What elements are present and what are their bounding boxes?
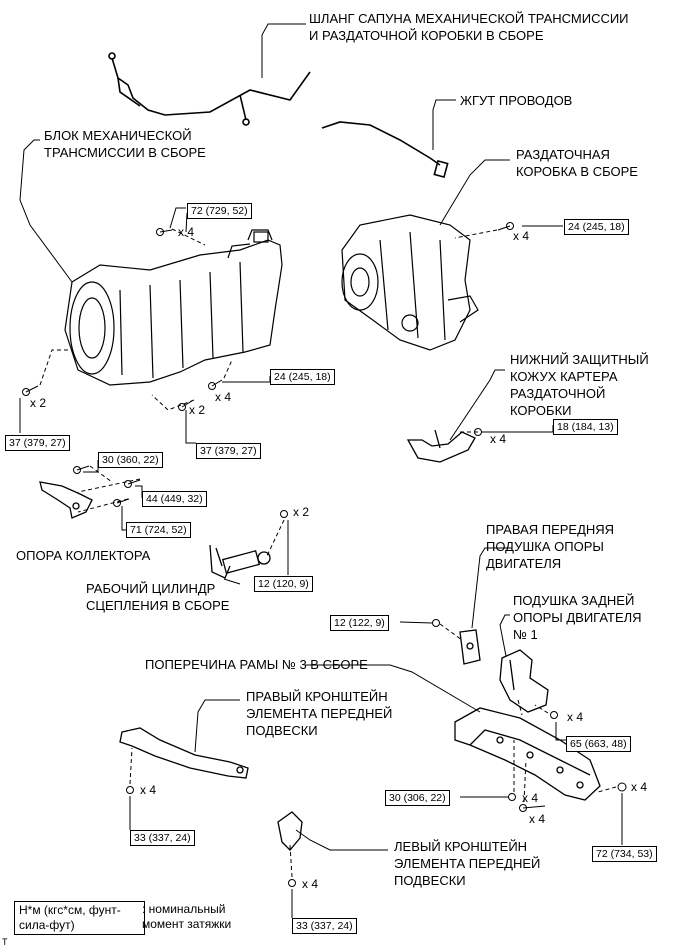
bolt-icon (432, 619, 440, 627)
front-engine-mount-label: ПРАВАЯ ПЕРЕДНЯЯ ПОДУШКА ОПОРЫ ДВИГАТЕЛЯ (486, 522, 615, 571)
bolt-icons (22, 222, 627, 887)
bolt-icon (156, 228, 173, 236)
qty-x4: x 4 (513, 229, 530, 243)
rear-engine-mount-drawing (499, 649, 549, 713)
wire-harness-label: ЖГУТ ПРОВОДОВ (460, 93, 573, 108)
qty-x4: x 4 (490, 432, 507, 446)
qty-x4: x 4 (522, 791, 539, 805)
bolt-icon (126, 786, 134, 794)
torque-unit-legend: Н*м (кгс*см, фунт- сила-фут) (14, 901, 145, 935)
torque-30-306: 30 (306, 22) (385, 790, 450, 806)
lh-bracket-drawing (277, 811, 303, 851)
bolt-icon (22, 385, 39, 396)
bolt-icon (617, 782, 627, 792)
rear-engine-mount-label: ПОДУШКА ЗАДНЕЙ ОПОРЫ ДВИГАТЕЛЯ № 1 (513, 593, 642, 642)
manual-transmission-drawing (64, 229, 283, 386)
torque-legend-note: : номинальный момент затяжки (142, 902, 232, 931)
leader-lines (19, 23, 623, 918)
bolt-icon (288, 879, 296, 887)
torque-24-245-transmission: 24 (245, 18) (270, 369, 335, 385)
bolt-icon (508, 793, 516, 801)
qty-x4: x 4 (567, 710, 584, 724)
clutch-cylinder-drawing (209, 544, 271, 579)
qty-x4: x 4 (215, 390, 232, 404)
bolt-icon (497, 222, 514, 231)
torque-37-379-middle: 37 (379, 27) (196, 443, 261, 459)
torque-24-245-transfer: 24 (245, 18) (564, 219, 629, 235)
rh-bracket-label: ПРАВЫЙ КРОНШТЕЙН ЭЛЕМЕНТА ПЕРЕДНЕЙ ПОДВЕ… (246, 689, 393, 738)
torque-72-729: 72 (729, 52) (187, 203, 252, 219)
qty-x4: x 4 (631, 780, 648, 794)
transfer-lower-cover-drawing (406, 429, 476, 463)
lh-bracket-label: ЛЕВЫЙ КРОНШТЕЙН ЭЛЕМЕНТА ПЕРЕДНЕЙ ПОДВЕС… (394, 839, 541, 888)
qty-x4: x 4 (302, 877, 319, 891)
bolt-icon (113, 498, 130, 507)
torque-72-734: 72 (734, 53) (592, 846, 657, 862)
torque-12-122: 12 (122, 9) (330, 615, 389, 631)
wire-harness-drawing (321, 121, 449, 179)
breather-hose-drawing (108, 52, 311, 126)
dashed-guides (39, 228, 617, 878)
bolt-icon (519, 804, 546, 812)
qty-x4: x 4 (529, 812, 546, 826)
torque-71-724: 71 (724, 52) (126, 522, 191, 538)
transfer-lower-cover-label: НИЖНИЙ ЗАЩИТНЫЙ КОЖУХ КАРТЕРА РАЗДАТОЧНО… (510, 352, 649, 418)
transfer-case-drawing (341, 214, 479, 351)
qty-x4: x 4 (140, 783, 157, 797)
qty-x2: x 2 (189, 403, 206, 417)
breather-hose-label: ШЛАНГ САПУНА МЕХАНИЧЕСКОЙ ТРАНСМИССИИ И … (309, 11, 629, 43)
torque-44-449: 44 (449, 32) (142, 491, 207, 507)
qty-x2: x 2 (293, 505, 310, 519)
torque-33-337-middle: 33 (337, 24) (292, 918, 357, 934)
torque-65-663: 65 (663, 48) (566, 736, 631, 752)
bolt-icon (550, 711, 558, 719)
qty-x2: x 2 (30, 396, 47, 410)
manual-transmission-label: БЛОК МЕХАНИЧЕСКОЙ ТРАНСМИССИИ В СБОРЕ (44, 128, 206, 160)
torque-37-379-left: 37 (379, 27) (5, 435, 70, 451)
bolt-icon (208, 379, 223, 390)
manifold-stay-label: ОПОРА КОЛЛЕКТОРА (16, 548, 151, 563)
rh-bracket-drawing (119, 727, 249, 779)
clutch-cylinder-label: РАБОЧИЙ ЦИЛИНДР СЦЕПЛЕНИЯ В СБОРЕ (86, 581, 230, 613)
corner-mark: T (2, 937, 8, 947)
crossmember-label: ПОПЕРЕЧИНА РАМЫ № 3 В СБОРЕ (145, 657, 368, 672)
crossmember-drawing (454, 707, 601, 801)
front-engine-mount-drawing (459, 629, 481, 665)
manifold-stay-drawing (39, 481, 93, 519)
torque-18-184: 18 (184, 13) (553, 419, 618, 435)
bolt-icon (280, 510, 288, 518)
torque-33-337-left: 33 (337, 24) (130, 830, 195, 846)
bolt-icon (73, 465, 90, 474)
transfer-case-label: РАЗДАТОЧНАЯ КОРОБКА В СБОРЕ (516, 147, 638, 179)
torque-12-120: 12 (120, 9) (254, 576, 313, 592)
torque-30-360: 30 (360, 22) (98, 452, 163, 468)
qty-x4: x 4 (178, 225, 195, 239)
